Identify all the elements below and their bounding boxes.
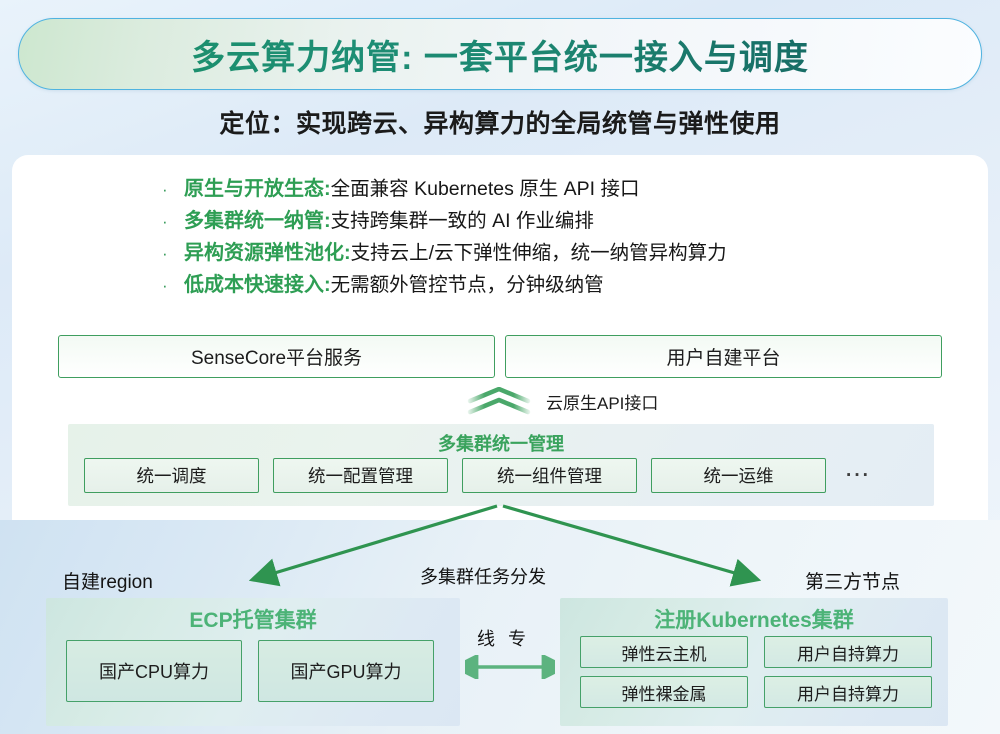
- multi-cluster-management-panel: 多集群统一管理 统一调度 统一配置管理 统一组件管理 统一运维 ···: [68, 424, 934, 506]
- bullet-dot-icon: ·: [162, 276, 168, 295]
- bullet-value: 无需额外管控节点，分钟级纳管: [330, 274, 604, 296]
- node-box-elastic-bare-metal[interactable]: 弹性裸金属: [580, 676, 748, 708]
- page-subtitle: 定位：实现跨云、异构算力的全局统管与弹性使用: [219, 110, 781, 138]
- mgmt-box-unified-component[interactable]: 统一组件管理: [462, 458, 637, 493]
- node-box-domestic-cpu[interactable]: 国产CPU算力: [66, 640, 242, 702]
- mgmt-box-unified-config[interactable]: 统一配置管理: [273, 458, 448, 493]
- self-built-region-label: 自建region: [62, 572, 153, 593]
- ecp-cluster-title: ECP托管集群: [189, 609, 317, 632]
- double-chevron-up-icon: [466, 387, 532, 415]
- platform-service-row: SenseCore平台服务 用户自建平台: [58, 335, 942, 378]
- dedicated-line-double-arrow-icon: [465, 655, 555, 679]
- k8s-cluster-title: 注册Kubernetes集群: [654, 609, 854, 632]
- list-item: · 低成本快速接入: 无需额外管控节点，分钟级纳管: [162, 268, 962, 300]
- cloud-native-api-label: 云原生API接口: [546, 393, 659, 413]
- mgmt-box-unified-scheduling[interactable]: 统一调度: [84, 458, 259, 493]
- bullet-key: 多集群统一纳管:: [184, 210, 331, 232]
- k8s-node-grid: 弹性云主机 用户自持算力 弹性裸金属 用户自持算力: [580, 636, 932, 708]
- list-item: · 多集群统一纳管: 支持跨集群一致的 AI 作业编排: [162, 204, 962, 236]
- ecp-managed-cluster-card: ECP托管集群 国产CPU算力 国产GPU算力: [46, 598, 460, 726]
- third-party-node-label: 第三方节点: [805, 572, 901, 593]
- title-pill: 多云算力纳管: 一套平台统一接入与调度: [18, 18, 982, 90]
- platform-box-self-built[interactable]: 用户自建平台: [505, 335, 942, 378]
- mgmt-box-unified-ops[interactable]: 统一运维: [651, 458, 826, 493]
- bullet-key: 低成本快速接入:: [184, 274, 331, 296]
- bullet-value: 支持跨集群一致的 AI 作业编排: [330, 210, 594, 232]
- node-box-domestic-gpu[interactable]: 国产GPU算力: [258, 640, 434, 702]
- node-box-user-owned-compute-2[interactable]: 用户自持算力: [764, 676, 932, 708]
- management-panel-title: 多集群统一管理: [438, 434, 564, 454]
- dedicated-line-label: 线 专: [477, 629, 531, 649]
- page-title: 多云算力纳管: 一套平台统一接入与调度: [191, 30, 809, 79]
- bullet-dot-icon: ·: [162, 212, 168, 231]
- platform-box-sensecore[interactable]: SenseCore平台服务: [58, 335, 495, 378]
- feature-bullet-list: · 原生与开放生态: 全面兼容 Kubernetes 原生 API 接口 · 多…: [162, 172, 962, 300]
- bullet-value: 支持云上/云下弹性伸缩，统一纳管异构算力: [350, 242, 727, 264]
- multi-cluster-dispatch-label: 多集群任务分发: [420, 567, 546, 587]
- bullet-key: 原生与开放生态:: [184, 178, 331, 200]
- cloud-native-api-strip: 云原生API接口: [466, 387, 658, 415]
- list-item: · 异构资源弹性池化: 支持云上/云下弹性伸缩，统一纳管异构算力: [162, 236, 962, 268]
- registered-k8s-cluster-card: 注册Kubernetes集群 弹性云主机 用户自持算力 弹性裸金属 用户自持算力: [560, 598, 948, 726]
- bullet-key: 异构资源弹性池化:: [184, 242, 351, 264]
- node-box-elastic-cloud-host[interactable]: 弹性云主机: [580, 636, 748, 668]
- ecp-node-row: 国产CPU算力 国产GPU算力: [66, 640, 434, 702]
- bullet-dot-icon: ·: [162, 244, 168, 263]
- more-ellipsis-icon[interactable]: ···: [846, 464, 871, 486]
- list-item: · 原生与开放生态: 全面兼容 Kubernetes 原生 API 接口: [162, 172, 962, 204]
- bullet-value: 全面兼容 Kubernetes 原生 API 接口: [330, 178, 640, 200]
- bullet-dot-icon: ·: [162, 180, 168, 199]
- node-box-user-owned-compute-1[interactable]: 用户自持算力: [764, 636, 932, 668]
- management-capability-row: 统一调度 统一配置管理 统一组件管理 统一运维 ···: [84, 458, 918, 493]
